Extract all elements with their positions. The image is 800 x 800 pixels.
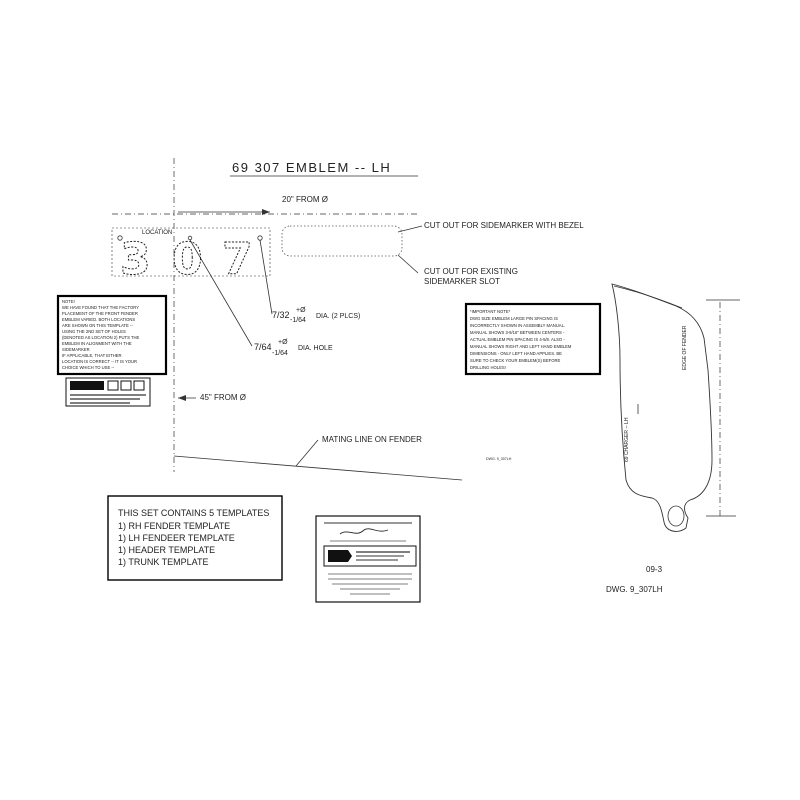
note-left-line: WE HAVE FOUND THAT THE FACTORY bbox=[62, 305, 139, 310]
emblem-digit-7: 7 bbox=[222, 234, 253, 285]
stamp-left bbox=[65, 377, 151, 407]
hole-marker-left bbox=[117, 235, 123, 241]
hole2-tol-minus: -1/64 bbox=[272, 350, 288, 357]
mating-line bbox=[173, 455, 463, 481]
emblem-digit-3: 3 bbox=[120, 234, 151, 285]
note-left-line: USING THE 2ND SET OF HOLES bbox=[62, 329, 126, 334]
templates-box: THIS SET CONTAINS 5 TEMPLATES 1) RH FEND… bbox=[107, 495, 283, 581]
emblem-307: LOCATION 3 0 7 bbox=[111, 227, 271, 286]
note-right-line: DRILLING HOLES! bbox=[470, 365, 506, 370]
note-left-line: NOTE! bbox=[62, 299, 75, 304]
drawing-title: 69 307 EMBLEM -- LH bbox=[232, 160, 391, 175]
note-right-line: INCORRECTLY SHOWN IN ASSEMBLY MANUAL. bbox=[470, 323, 565, 328]
note-left-line: ARE SHOWN ON THIS TEMPLATE -- bbox=[62, 323, 133, 328]
hole1-tol-minus: -1/64 bbox=[290, 317, 306, 324]
cutout-bezel-label: CUT OUT FOR SIDEMARKER WITH BEZEL bbox=[424, 221, 584, 230]
hole1-desc: DIA. (2 PLCS) bbox=[316, 313, 360, 320]
sidemarker-cutout bbox=[281, 225, 403, 257]
note-right-line: ACTUAL EMBLEM PIN SPACING IS 4-5/8. ALSO… bbox=[470, 337, 565, 342]
note-left-line: IF APPLICABLE, THAT EITHER bbox=[62, 353, 122, 358]
fender-drawing: EDGE OF FENDER 69 CHARGER -- LH bbox=[611, 283, 740, 532]
note-box-left: NOTE! WE HAVE FOUND THAT THE FACTORY PLA… bbox=[56, 294, 168, 376]
hole2-tol-plus: +Ø bbox=[278, 339, 288, 346]
note-left-line: EMBLEM IN ALIGNMENT WITH THE bbox=[62, 341, 132, 346]
note-left-line: EMBLEM VARIED. BOTH LOCATIONS bbox=[62, 317, 135, 322]
sheet-number: 09-3 bbox=[646, 565, 663, 574]
note-left-line: LOCATION IS CORRECT -- IT IS YOUR bbox=[62, 359, 137, 364]
cutout-existing-label-1: CUT OUT FOR EXISTING bbox=[424, 267, 518, 276]
note-box-right: *IMPORTANT NOTE* DWG SIZE EMBLEM LARGE P… bbox=[464, 302, 602, 376]
stamp-center bbox=[315, 515, 421, 603]
drawing-number: DWG. 9_307LH bbox=[606, 585, 663, 594]
dim-20-arrow bbox=[262, 209, 270, 215]
leader-hole1 bbox=[259, 239, 273, 315]
template-item: 1) TRUNK TEMPLATE bbox=[118, 557, 209, 567]
hole2-size: 7/64 bbox=[254, 342, 272, 352]
template-item: 1) LH FENDEER TEMPLATE bbox=[118, 533, 235, 543]
dim-45-label: 45" FROM Ø bbox=[200, 393, 246, 402]
hole-marker-center bbox=[187, 235, 193, 241]
dim-20-label: 20" FROM Ø bbox=[282, 195, 328, 204]
leader-existing bbox=[397, 254, 419, 274]
note-right-line: MANUAL SHOWS RIGHT AND LEFT HAND EMBLEM bbox=[470, 344, 572, 349]
hole-marker-right bbox=[257, 235, 263, 241]
hole1-size: 7/32 bbox=[272, 310, 290, 320]
emblem-digit-0: 0 bbox=[172, 234, 203, 285]
leader-mating bbox=[295, 439, 319, 467]
template-item: 1) RH FENDER TEMPLATE bbox=[118, 521, 230, 531]
leader-bezel bbox=[397, 225, 423, 233]
fender-centerline-label: 69 CHARGER -- LH bbox=[624, 417, 630, 462]
note-left-line: SIDEMARKER bbox=[62, 347, 90, 352]
note-left-line: PLACEMENT OF THE FRONT FENDER bbox=[62, 311, 138, 316]
note-left-line: CHOICE WHICH TO USE -- bbox=[62, 365, 115, 370]
note-left-line: (DENOTED AS LOCATION 2) PUTS THE bbox=[62, 335, 140, 340]
dwg-small-label: DWG. 9_307LH bbox=[486, 457, 512, 461]
hole1-tol-plus: +Ø bbox=[296, 307, 306, 314]
note-right-line: SURE TO CHECK YOUR EMBLEM(S) BEFORE bbox=[470, 358, 560, 363]
cutout-existing-label-2: SIDEMARKER SLOT bbox=[424, 277, 500, 286]
fender-edge-label: EDGE OF FENDER bbox=[682, 325, 688, 370]
note-right-line: *IMPORTANT NOTE* bbox=[470, 309, 511, 314]
note-right-line: MANUAL SHOWS 3-9/16" BETWEEN CENTERS - bbox=[470, 330, 565, 335]
templates-heading: THIS SET CONTAINS 5 TEMPLATES bbox=[118, 508, 269, 518]
note-right-line: DWG SIZE EMBLEM LARGE PIN SPACING IS bbox=[470, 316, 558, 321]
leader-hole2 bbox=[189, 239, 253, 347]
mating-line-label: MATING LINE ON FENDER bbox=[322, 435, 422, 444]
note-right-line: DIMENSIONS - ONLY LEFT HAND APPLIES. BE bbox=[470, 351, 562, 356]
dim-45-arrow bbox=[178, 395, 186, 401]
template-item: 1) HEADER TEMPLATE bbox=[118, 545, 215, 555]
hole2-desc: DIA. HOLE bbox=[298, 345, 333, 352]
location-label: LOCATION bbox=[142, 230, 172, 236]
